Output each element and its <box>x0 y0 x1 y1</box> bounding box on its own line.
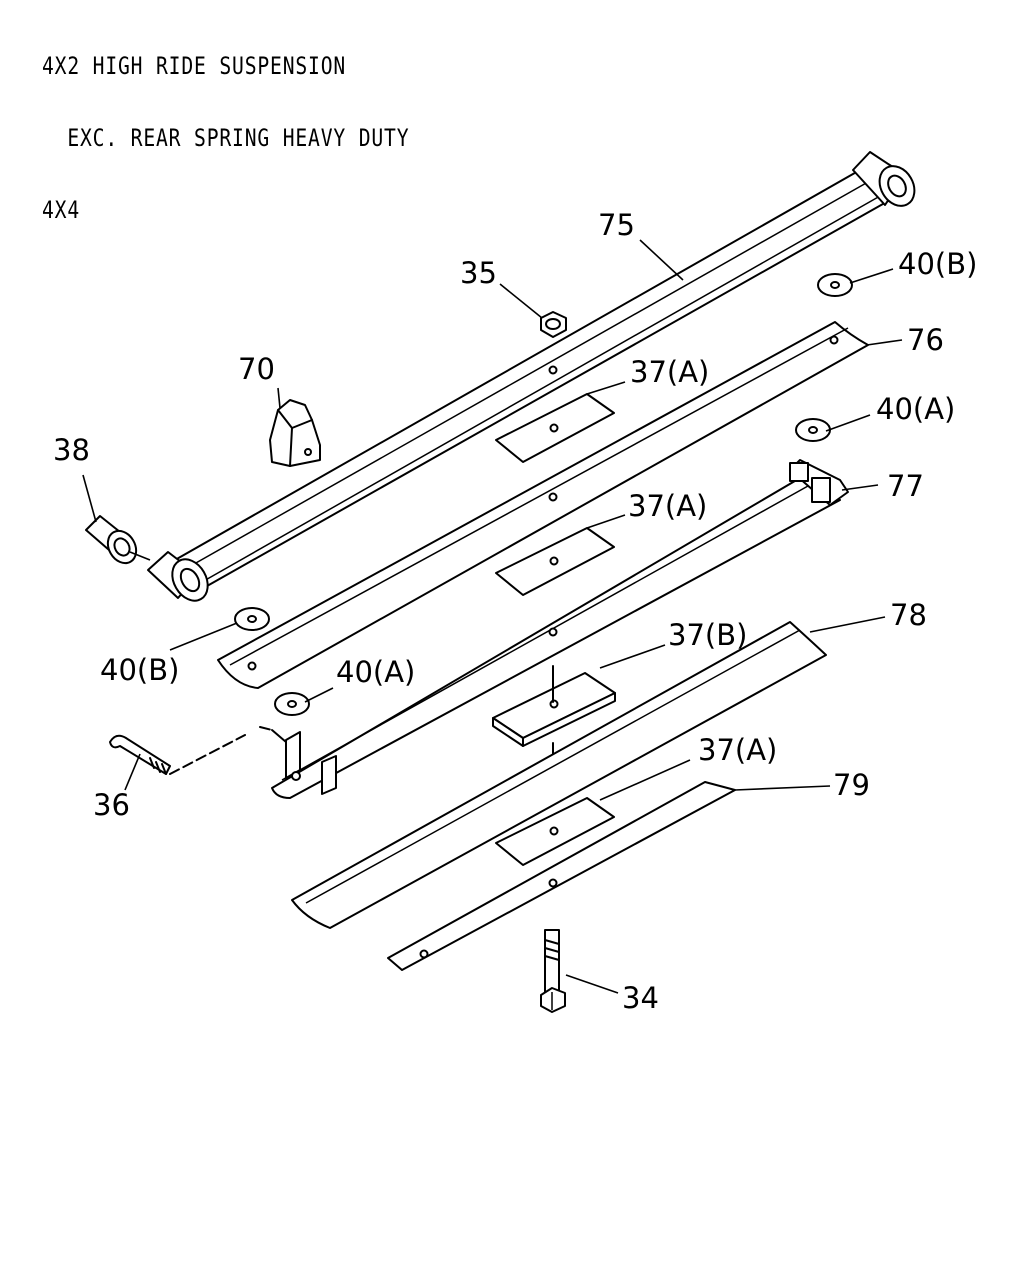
label-70: 70 <box>238 352 275 386</box>
label-34: 34 <box>622 981 659 1015</box>
bushing-38 <box>85 515 138 565</box>
leaf-78 <box>291 621 827 929</box>
leader-lines <box>82 239 903 994</box>
label-79: 79 <box>833 768 870 802</box>
label-75: 75 <box>598 208 635 242</box>
label-77: 77 <box>887 469 924 503</box>
label-38: 38 <box>53 433 90 467</box>
label-40b-left: 40(B) <box>100 653 179 687</box>
label-78: 78 <box>890 598 927 632</box>
washer-40b-top <box>817 273 853 297</box>
label-37a-1: 37(A) <box>630 355 709 389</box>
washer-40a-left <box>274 692 310 716</box>
leaf-77 <box>271 459 849 799</box>
header-line-2: EXC. REAR SPRING HEAVY DUTY <box>42 124 410 152</box>
label-76: 76 <box>907 323 944 357</box>
label-37a-2: 37(A) <box>628 489 707 523</box>
bolt-34 <box>540 929 566 1013</box>
leaf-75 <box>147 151 916 602</box>
label-36: 36 <box>93 788 130 822</box>
label-40b-top: 40(B) <box>898 247 977 281</box>
label-35: 35 <box>460 256 497 290</box>
label-40a-left: 40(A) <box>336 655 415 689</box>
diagram-header: 4X2 HIGH RIDE SUSPENSION EXC. REAR SPRIN… <box>42 6 409 246</box>
liner-37b <box>492 672 616 747</box>
header-line-1: 4X2 HIGH RIDE SUSPENSION <box>42 52 347 80</box>
washer-40b-left <box>234 607 270 631</box>
bolt-36-path <box>169 726 273 775</box>
label-37a-3: 37(A) <box>698 733 777 767</box>
part-labels: 75 35 40(B) 76 70 37(A) 40(A) 38 77 37(A… <box>53 208 977 1015</box>
header-line-3: 4X4 <box>42 196 81 224</box>
nut-35 <box>540 311 567 338</box>
bumper-70 <box>269 399 321 467</box>
washer-40a-top <box>795 418 831 442</box>
label-40a-top: 40(A) <box>876 392 955 426</box>
label-37b: 37(B) <box>668 618 747 652</box>
